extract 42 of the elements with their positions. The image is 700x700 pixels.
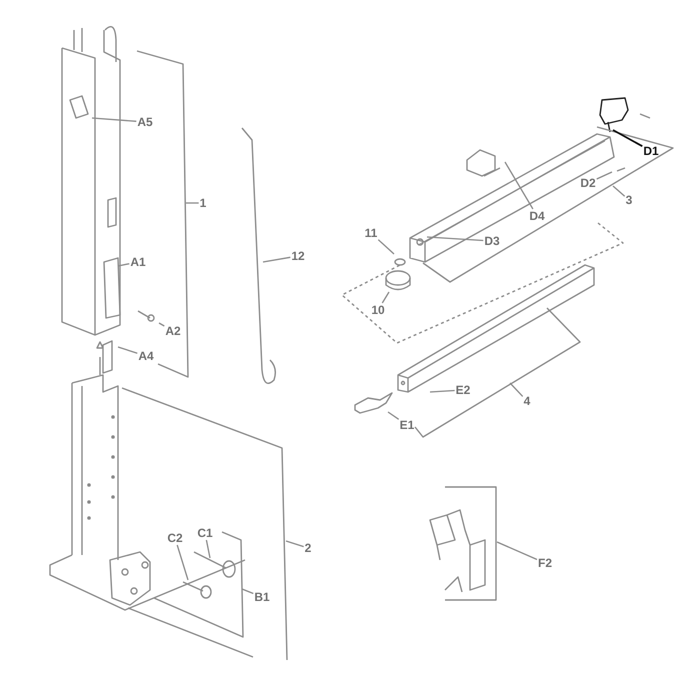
leader-line [378, 239, 394, 254]
callout-number: D1 [643, 145, 659, 157]
callout-number: 4 [524, 395, 530, 407]
leader-line [92, 117, 136, 122]
leader-line [510, 382, 524, 397]
callout-number: D2 [580, 177, 596, 189]
callout-number: A5 [137, 116, 153, 128]
leader-line [382, 292, 390, 304]
callout-number: F2 [538, 557, 552, 569]
leader-line [242, 588, 254, 594]
leader-line [118, 263, 130, 267]
leader-line [206, 540, 211, 558]
callout-number: 10 [371, 304, 385, 316]
leader-line [596, 171, 612, 180]
leader-line [186, 202, 199, 204]
callout-number: 3 [626, 194, 632, 206]
callout-number: 1 [200, 197, 206, 209]
callout-number: D3 [484, 235, 500, 247]
callout-number: 11 [364, 227, 378, 239]
leader-line [612, 186, 626, 197]
leader-line [612, 129, 643, 147]
callout-number: C2 [167, 532, 183, 544]
leader-line [426, 236, 484, 242]
callout-number: E1 [400, 419, 414, 431]
leader-line [158, 322, 165, 327]
leader-line [118, 346, 138, 354]
leader-line [262, 256, 290, 263]
leader-line [504, 162, 534, 210]
leader-line [176, 544, 189, 580]
callout-number: 12 [291, 250, 305, 262]
leader-line [496, 541, 538, 560]
leader-line [430, 390, 455, 393]
callout-number: C1 [197, 527, 213, 539]
callout-number: B1 [254, 591, 270, 603]
callout-number: A2 [165, 325, 181, 337]
callout-number: E2 [456, 384, 470, 396]
callout-number: A1 [130, 256, 146, 268]
callout-number: 2 [304, 542, 312, 554]
callout-number: D4 [529, 210, 545, 222]
callout-number: A4 [138, 350, 154, 362]
leader-line [388, 411, 400, 420]
leader-line [286, 540, 304, 548]
